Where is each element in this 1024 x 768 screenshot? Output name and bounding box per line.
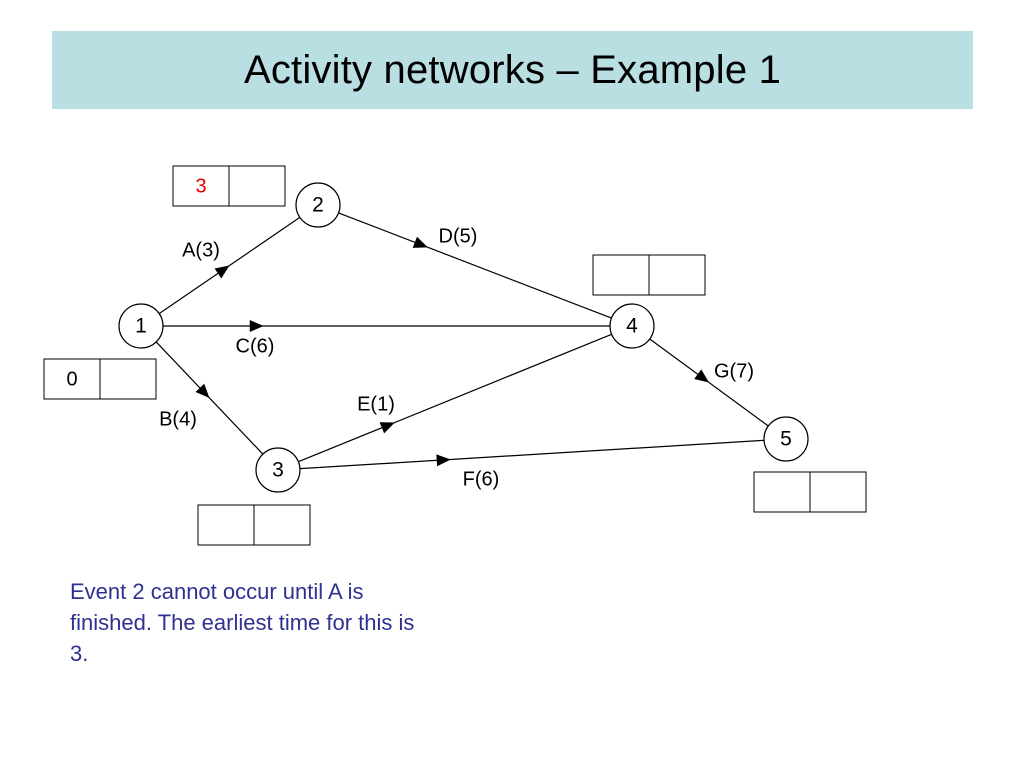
- earliest-time-cell: [43, 358, 101, 400]
- event-node-5: 5: [763, 416, 809, 462]
- event-node-label: 3: [272, 459, 284, 482]
- event-node-circle: [255, 447, 301, 493]
- activity-arrowhead-2-4: [412, 236, 428, 248]
- activity-arrowhead-4-5: [694, 369, 709, 383]
- latest-time-cell: [809, 471, 867, 513]
- earliest-time-value: 0: [66, 368, 77, 390]
- latest-time-cell: [253, 504, 311, 546]
- activity-edge-3-5: [299, 439, 765, 470]
- activity-arrowhead-1-3: [195, 383, 210, 398]
- latest-time-cell: [648, 254, 706, 296]
- earliest-time-cell: [197, 504, 255, 546]
- time-box-node-3: [197, 504, 311, 546]
- earliest-time-value: 3: [195, 175, 206, 197]
- time-box-node-4: [592, 254, 706, 296]
- activity-label-1-3: B(4): [159, 408, 197, 430]
- event-node-2: 2: [295, 182, 341, 228]
- event-node-label: 5: [780, 428, 792, 451]
- event-node-label: 1: [135, 315, 147, 338]
- event-node-circle: [609, 303, 655, 349]
- activity-label-3-4: E(1): [357, 393, 395, 415]
- activity-arrowhead-3-5: [436, 454, 451, 467]
- latest-time-cell: [99, 358, 157, 400]
- event-node-label: 2: [312, 194, 324, 217]
- title-bar: Activity networks – Example 1: [52, 31, 973, 109]
- activity-arrowhead-1-2: [214, 265, 230, 279]
- event-node-circle: [763, 416, 809, 462]
- earliest-time-cell: [172, 165, 230, 207]
- slide-title: Activity networks – Example 1: [243, 47, 782, 92]
- event-node-1: 1: [118, 303, 164, 349]
- activity-label-3-5: F(6): [463, 468, 500, 490]
- activity-edge-3-4: [298, 333, 612, 463]
- event-node-3: 3: [255, 447, 301, 493]
- time-box-node-2: 3: [172, 165, 286, 207]
- activity-label-2-4: D(5): [439, 225, 478, 247]
- activity-label-1-4: C(6): [236, 335, 275, 357]
- earliest-time-cell: [592, 254, 650, 296]
- activity-label-1-2: A(3): [182, 239, 220, 261]
- event-node-circle: [295, 182, 341, 228]
- explanation-note: Event 2 cannot occur until A is finished…: [70, 579, 415, 666]
- activity-arrowhead-1-4: [249, 320, 264, 332]
- time-box-node-5: [753, 471, 867, 513]
- event-node-circle: [118, 303, 164, 349]
- latest-time-cell: [228, 165, 286, 207]
- activity-arrowhead-3-4: [379, 422, 395, 434]
- time-box-node-1: 0: [43, 358, 157, 400]
- earliest-time-cell: [753, 471, 811, 513]
- activity-edge-2-4: [338, 212, 612, 319]
- event-node-label: 4: [626, 315, 638, 338]
- event-node-4: 4: [609, 303, 655, 349]
- activity-label-4-5: G(7): [714, 360, 754, 382]
